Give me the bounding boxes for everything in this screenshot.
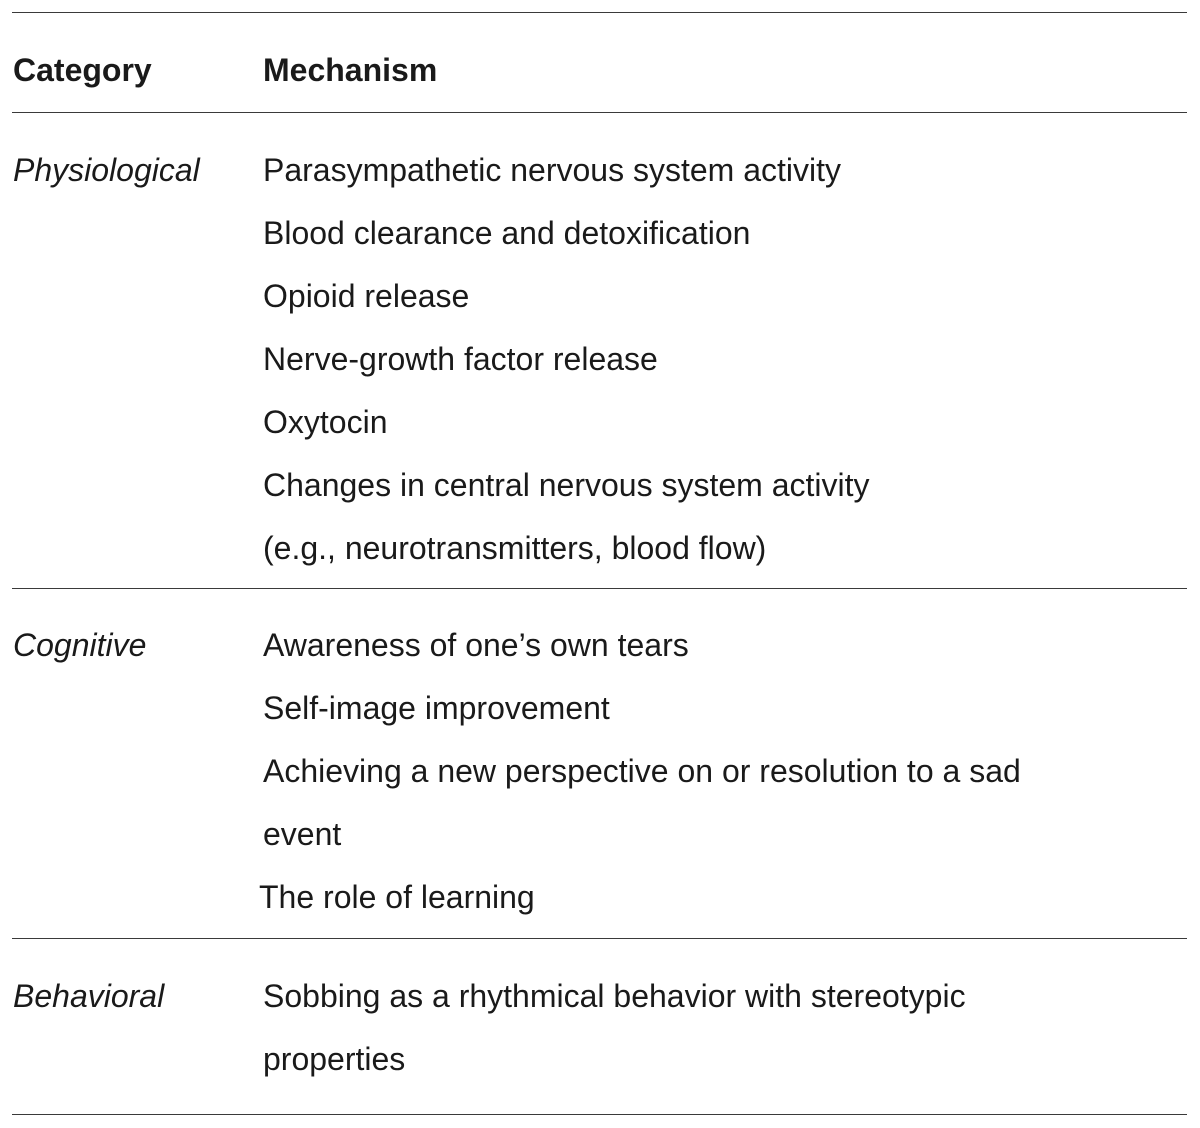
category-label: Physiological (13, 152, 200, 188)
mechanism-text: Opioid release (263, 278, 470, 314)
table-top-rule (12, 12, 1187, 13)
table-bottom-rule (12, 1114, 1187, 1115)
section-divider-rule (12, 588, 1187, 589)
mechanism-text: Parasympathetic nervous system activity (263, 152, 841, 188)
mechanism-text-continued: properties (263, 1041, 406, 1077)
category-label: Cognitive (13, 627, 147, 663)
mechanism-item: Parasympathetic nervous system activity (263, 150, 1163, 190)
header-divider-rule (12, 112, 1187, 113)
mechanism-text: Blood clearance and detoxification (263, 215, 751, 251)
mechanism-text: The role of learning (259, 879, 535, 915)
mechanism-text: Nerve-growth factor release (263, 341, 658, 377)
mechanism-text: Sobbing as a rhythmical behavior with st… (263, 978, 966, 1014)
mechanism-item: Opioid release (263, 276, 1163, 316)
mechanism-item: Achieving a new perspective on or resolu… (263, 751, 1163, 854)
mechanism-text: Oxytocin (263, 404, 388, 440)
mechanism-item: The role of learning (259, 877, 1163, 917)
section-divider-rule (12, 938, 1187, 939)
mechanism-text: Awareness of one’s own tears (263, 627, 689, 663)
mechanism-item: Self-image improvement (263, 688, 1163, 728)
mechanism-item: Oxytocin (263, 402, 1163, 442)
mechanism-text-continued: (e.g., neurotransmitters, blood flow) (263, 530, 767, 566)
mechanism-text: Changes in central nervous system activi… (263, 467, 870, 503)
column-header-mechanism: Mechanism (263, 52, 438, 88)
mechanism-list: Sobbing as a rhythmical behavior with st… (263, 976, 1163, 1102)
mechanism-item: Changes in central nervous system activi… (263, 465, 1163, 568)
mechanism-item: Nerve-growth factor release (263, 339, 1163, 379)
mechanism-item: Blood clearance and detoxification (263, 213, 1163, 253)
mechanism-list: Parasympathetic nervous system activity … (263, 150, 1163, 591)
mechanism-text: Self-image improvement (263, 690, 610, 726)
column-header-category: Category (13, 52, 152, 88)
mechanism-item: Awareness of one’s own tears (263, 625, 1163, 665)
mechanism-text-continued: event (263, 816, 342, 852)
category-label: Behavioral (13, 978, 165, 1014)
mechanism-list: Awareness of one’s own tears Self-image … (259, 625, 1163, 940)
mechanism-item: Sobbing as a rhythmical behavior with st… (263, 976, 1163, 1079)
mechanism-text: Achieving a new perspective on or resolu… (263, 753, 1021, 789)
